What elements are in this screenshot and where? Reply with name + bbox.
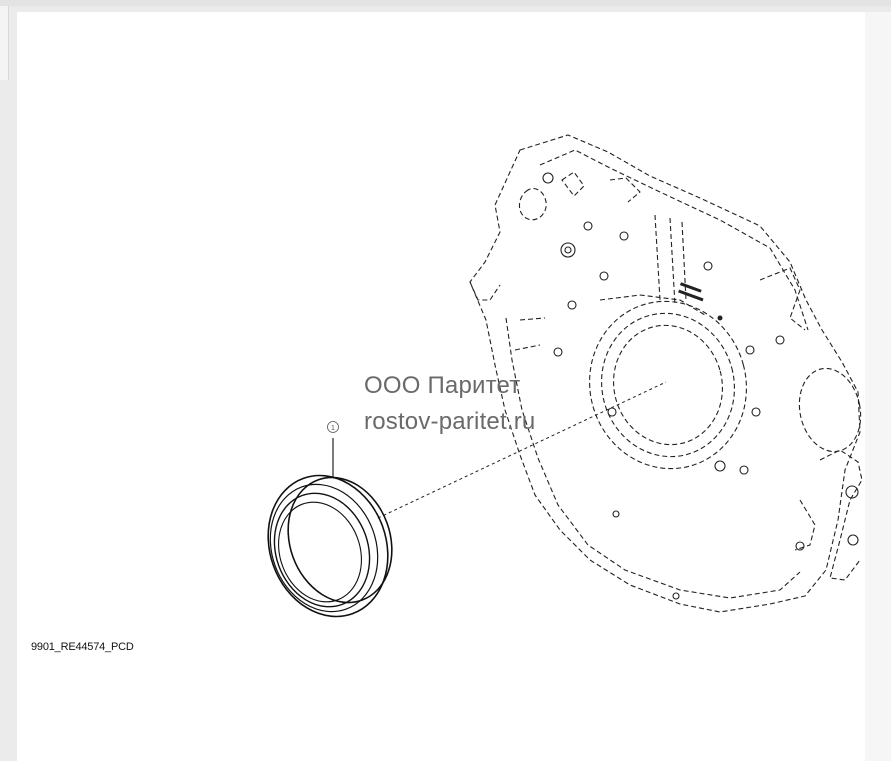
- top-bar: [0, 0, 891, 6]
- watermark: ООО Паритет rostov-paritet.ru: [364, 368, 535, 440]
- dowel-boss: [560, 242, 576, 258]
- bolt-hole: [775, 335, 785, 345]
- housing-bore-outer: [589, 300, 747, 470]
- figure-code: 9901_RE44574_PCD: [31, 641, 134, 653]
- bolt-hole: [672, 592, 680, 600]
- bolt-hole: [845, 485, 859, 499]
- oil-seal: [267, 474, 393, 618]
- housing-outline: [469, 134, 861, 613]
- bolt-hole: [542, 172, 554, 184]
- housing-side-bore: [798, 367, 862, 453]
- assembly-leader-line: [377, 381, 667, 519]
- right-margin: [865, 12, 891, 761]
- bolt-hole: [751, 407, 761, 417]
- callout-number: 1: [331, 425, 335, 432]
- dowel-boss-hole: [564, 246, 572, 254]
- bolt-hole: [599, 271, 609, 281]
- bolt-hole: [612, 510, 620, 518]
- watermark-website: rostov-paritet.ru: [364, 408, 536, 435]
- bolt-hole: [795, 541, 805, 551]
- watermark-company: ООО Паритет: [364, 372, 521, 399]
- housing-inner-outline: [539, 149, 809, 331]
- bolt-hole: [739, 465, 749, 475]
- bolt-hole: [567, 300, 577, 310]
- bolt-hole: [553, 347, 563, 357]
- callout-bubble: [327, 421, 339, 433]
- housing-bore-mid: [601, 312, 735, 458]
- bolt-hole: [714, 460, 726, 472]
- bolt-hole: [847, 534, 859, 546]
- locating-pin: [717, 315, 723, 321]
- bolt-hole: [583, 221, 593, 231]
- drawing-sheet: [17, 12, 865, 761]
- bolt-hole: [607, 407, 617, 417]
- housing-bore-inner: [613, 324, 723, 446]
- bolt-hole: [703, 261, 713, 271]
- left-panel-edge: [0, 6, 9, 80]
- bolt-hole: [619, 231, 629, 241]
- bolt-hole: [745, 345, 755, 355]
